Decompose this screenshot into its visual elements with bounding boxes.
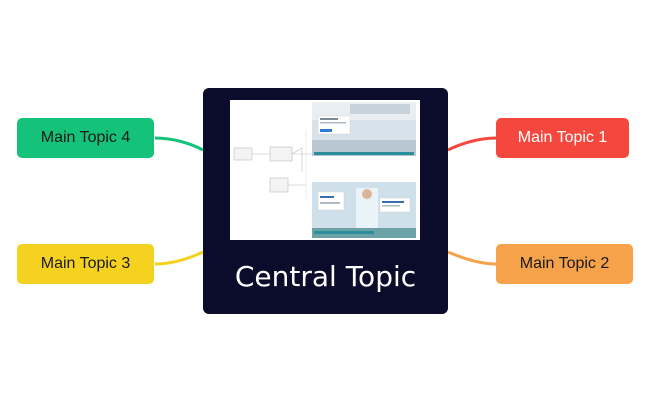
main-topic-3-node[interactable]: Main Topic 3 [17, 244, 154, 284]
main-topic-2-label: Main Topic 2 [519, 255, 610, 272]
connector-main-topic-4 [154, 136, 204, 152]
main-topic-4-node[interactable]: Main Topic 4 [17, 118, 154, 158]
main-topic-1-node[interactable]: Main Topic 1 [496, 118, 629, 158]
connector-main-topic-2 [447, 250, 497, 266]
main-topic-1-label: Main Topic 1 [517, 129, 608, 146]
central-topic-image [230, 100, 420, 240]
main-topic-3-label: Main Topic 3 [40, 255, 131, 272]
connector-main-topic-1 [447, 136, 497, 152]
main-topic-4-label: Main Topic 4 [40, 129, 131, 146]
main-topic-2-node[interactable]: Main Topic 2 [496, 244, 633, 284]
central-topic-node[interactable]: Central Topic [203, 88, 448, 314]
connector-main-topic-3 [154, 250, 204, 266]
flowchart-thumbnail [230, 100, 420, 240]
central-topic-label: Central Topic [234, 260, 417, 293]
